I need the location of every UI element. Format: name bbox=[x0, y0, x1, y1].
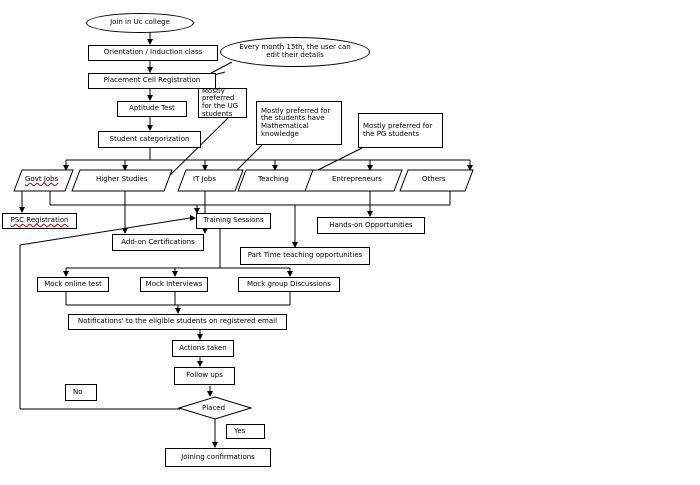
entrepreneurs-label: Entrepreneurs bbox=[332, 175, 382, 183]
math-pref-callout: Mostly preferred for the students have M… bbox=[256, 101, 342, 145]
higher-studies-shape bbox=[71, 169, 173, 192]
orientation-node: Orientation / Induction class bbox=[88, 45, 218, 61]
teaching-label: Teaching bbox=[258, 175, 289, 183]
yes-box: Yes bbox=[226, 424, 265, 439]
placed-diamond bbox=[177, 396, 253, 420]
mock-interviews-node: Mock Interviews bbox=[140, 277, 208, 292]
aptitude-test-node: Aptitude Test bbox=[117, 101, 187, 117]
follow-ups-label: Follow ups bbox=[186, 371, 223, 380]
part-time-node: Part Time teaching opportunities bbox=[240, 247, 370, 265]
join-college-label: Join in Uc college bbox=[110, 18, 170, 27]
mock-online-node: Mock online test bbox=[37, 277, 109, 292]
joining-confirmations-node: Joining confirmations bbox=[165, 448, 271, 467]
ug-pref-callout: Mostly preferred for the UG students bbox=[198, 86, 247, 118]
psc-registration-label: PSC Registration bbox=[10, 216, 69, 225]
student-categorization-label: Student categorization bbox=[109, 134, 190, 143]
joining-confirmations-label: Joining confirmations bbox=[181, 452, 255, 461]
addon-certifications-label: Add-on Certifications bbox=[121, 237, 195, 246]
entrepreneurs-shape bbox=[304, 169, 403, 192]
part-time-label: Part Time teaching opportunities bbox=[247, 251, 363, 260]
others-shape bbox=[399, 169, 474, 192]
aptitude-test-label: Aptitude Test bbox=[129, 104, 175, 113]
training-sessions-label: Training Sessions bbox=[203, 216, 264, 225]
no-box: No bbox=[65, 384, 97, 401]
notifications-label: Notifications' to the eligible students … bbox=[77, 317, 278, 326]
follow-ups-node: Follow ups bbox=[174, 367, 235, 385]
monthly-edit-text: Every month 15th, the user can edit thei… bbox=[239, 43, 351, 59]
placement-registration-label: Placement Cell Registration bbox=[103, 76, 201, 85]
actions-taken-label: Actions taken bbox=[179, 343, 227, 352]
higher-studies-label: Higher Studies bbox=[96, 175, 148, 183]
hands-on-label: Hands-on Opportunities bbox=[329, 220, 413, 229]
placement-registration-node: Placement Cell Registration bbox=[88, 73, 216, 89]
placed-label: Placed bbox=[202, 404, 226, 412]
pg-pref-callout: Mostly preferred for the PG students bbox=[358, 113, 443, 148]
student-categorization-node: Student categorization bbox=[98, 131, 201, 148]
mock-online-label: Mock online test bbox=[44, 279, 102, 288]
notifications-node: Notifications' to the eligible students … bbox=[68, 314, 287, 330]
others-label: Others bbox=[422, 175, 446, 183]
mock-group-node: Mock group Discussions bbox=[238, 277, 340, 292]
monthly-edit-callout: Every month 15th, the user can edit thei… bbox=[220, 37, 370, 67]
ug-pref-text: Mostly preferred for the UG students bbox=[202, 86, 239, 118]
it-jobs-shape bbox=[177, 169, 244, 192]
orientation-label: Orientation / Induction class bbox=[103, 48, 203, 57]
math-pref-text: Mostly preferred for the students have M… bbox=[261, 106, 331, 138]
hands-on-node: Hands-on Opportunities bbox=[317, 217, 425, 234]
govt-jobs-shape bbox=[13, 169, 74, 192]
psc-registration-node: PSC Registration bbox=[2, 213, 77, 229]
training-sessions-node: Training Sessions bbox=[196, 213, 271, 229]
it-jobs-label: IT Jobs bbox=[193, 175, 217, 183]
govt-jobs-label: Govt Jobs bbox=[25, 175, 58, 184]
actions-taken-node: Actions taken bbox=[172, 340, 234, 357]
mock-interviews-label: Mock Interviews bbox=[145, 279, 203, 288]
join-college-node: Join in Uc college bbox=[86, 13, 194, 33]
mock-group-label: Mock group Discussions bbox=[247, 279, 331, 288]
no-label: No bbox=[73, 387, 83, 396]
addon-certifications-node: Add-on Certifications bbox=[112, 234, 204, 251]
pg-pref-text: Mostly preferred for the PG students bbox=[363, 121, 433, 138]
yes-label: Yes bbox=[234, 426, 246, 435]
govt-jobs-text: Govt Jobs bbox=[25, 175, 59, 183]
